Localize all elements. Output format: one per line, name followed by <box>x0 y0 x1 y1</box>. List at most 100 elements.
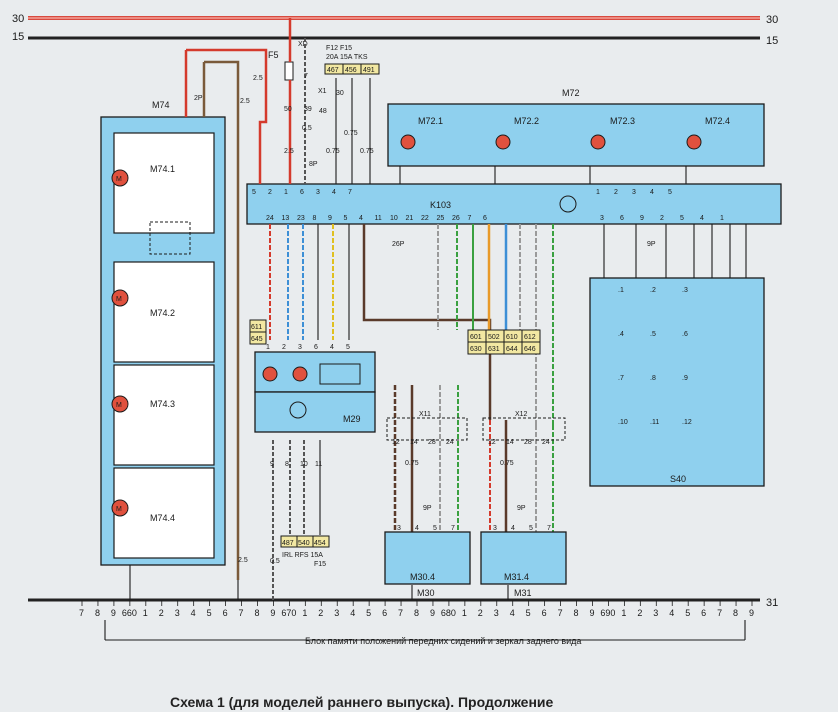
m29-bottom-pin-2: 10 <box>300 461 308 468</box>
k103-box <box>246 183 782 225</box>
ref-601-text-7: 646 <box>524 346 536 353</box>
k103-rb-pin-2: 9 <box>640 215 644 222</box>
wire-label-48: 48 <box>319 108 327 115</box>
k103-bottom-pin-9: 21 <box>406 215 414 222</box>
ruler-value-34: 1 <box>621 608 626 618</box>
k103-rt-pin-1: 2 <box>614 189 618 196</box>
m29-label: M29 <box>343 414 361 424</box>
ruler-value-19: 6 <box>382 608 387 618</box>
k103-bottom-pin-8: 10 <box>390 215 398 222</box>
k103-top-pin-3: 6 <box>300 189 304 196</box>
ruler-value-13: 670 <box>281 608 296 618</box>
ruler-value-1: 8 <box>95 608 100 618</box>
ruler-value-0: 7 <box>79 608 84 618</box>
s40-label: S40 <box>670 474 686 484</box>
x12-pin-2: 28 <box>524 439 532 446</box>
ruler-value-41: 8 <box>733 608 738 618</box>
m72-label: M72 <box>562 88 580 98</box>
x12-pin-0: 12 <box>488 439 496 446</box>
k103-top-pin-2: 1 <box>284 189 288 196</box>
ruler-value-4: 1 <box>143 608 148 618</box>
ruler-value-16: 3 <box>334 608 339 618</box>
k103-bottom-pin-11: 25 <box>437 215 445 222</box>
fuse-ref-f: F12 F15 <box>326 45 352 52</box>
k103-top-pin-0: 5 <box>252 189 256 196</box>
x1-label: X1 <box>318 88 327 95</box>
rail-15-label-left: 15 <box>12 31 24 43</box>
m74-motor-icons: M M M M <box>111 169 129 517</box>
m31-conn: 9P <box>517 505 526 512</box>
m30-label: M30 <box>417 588 435 598</box>
m72-motor-3-label: M72.3 <box>610 116 635 126</box>
ref-540: 540 <box>298 540 310 547</box>
k103-rb-pin-6: 1 <box>720 215 724 222</box>
ruler-value-32: 9 <box>589 608 594 618</box>
s40-key-1: .2 <box>650 287 656 294</box>
m31-pin-2: 5 <box>529 525 533 532</box>
m72-motor-4-label: M72.4 <box>705 116 730 126</box>
wire-label-25-c: 2.5 <box>284 148 294 155</box>
ruler-value-6: 3 <box>175 608 180 618</box>
x12-connector <box>482 417 566 441</box>
s40-box <box>589 277 765 487</box>
k103-bottom-pin-5: 5 <box>344 215 348 222</box>
ruler-value-18: 5 <box>366 608 371 618</box>
wire-label-075-d: 0.75 <box>405 460 419 467</box>
ruler-value-21: 8 <box>414 608 419 618</box>
ref-box-611-645 <box>249 319 267 345</box>
k103-rt-pin-4: 5 <box>668 189 672 196</box>
x12-label: X12 <box>515 411 528 418</box>
ruler-value-25: 2 <box>478 608 483 618</box>
k103-label: K103 <box>430 200 451 210</box>
wire-label-05-b: 0.5 <box>270 558 280 565</box>
m31-inner-label: M31.4 <box>504 572 529 582</box>
wire-label-075-e: 0.75 <box>500 460 514 467</box>
m29-bottom-pin-0: 9 <box>270 461 274 468</box>
s40-key-11: .12 <box>682 419 692 426</box>
k103-top-pin-4: 3 <box>316 189 320 196</box>
s40-key-5: .6 <box>682 331 688 338</box>
svg-text:M: M <box>116 402 122 409</box>
s40-key-8: .9 <box>682 375 688 382</box>
wire-label-7: 7 <box>304 73 308 80</box>
ruler-value-11: 8 <box>254 608 259 618</box>
s40-key-6: .7 <box>618 375 624 382</box>
ruler-value-27: 4 <box>510 608 515 618</box>
k103-rb-pin-4: 5 <box>680 215 684 222</box>
m30-inner-label: M30.4 <box>410 572 435 582</box>
svg-text:M: M <box>116 506 122 513</box>
m31-pin-0: 3 <box>493 525 497 532</box>
m30-pin-1: 4 <box>415 525 419 532</box>
m72-motor-2-label: M72.2 <box>514 116 539 126</box>
s40-key-2: .3 <box>682 287 688 294</box>
k103-bottom-pin-0: 24 <box>266 215 274 222</box>
x12-pin-3: 24 <box>542 439 550 446</box>
ruler-value-37: 4 <box>669 608 674 618</box>
m72-box <box>387 103 765 167</box>
fuse-code-467: 467 <box>327 67 339 74</box>
k103-bottom-pin-2: 23 <box>297 215 305 222</box>
wire-label-25-a: 2.5 <box>253 75 263 82</box>
ruler-value-39: 6 <box>701 608 706 618</box>
m30-pin-2: 5 <box>433 525 437 532</box>
fuse-code-491: 491 <box>363 67 375 74</box>
k103-rt-pin-0: 1 <box>596 189 600 196</box>
ruler-value-12: 9 <box>270 608 275 618</box>
x11-pin-1: 14 <box>410 439 418 446</box>
ruler-value-22: 9 <box>430 608 435 618</box>
ruler-value-31: 8 <box>574 608 579 618</box>
m29-top-pin-1: 2 <box>282 344 286 351</box>
fuse-ref-codes <box>324 63 380 75</box>
m29-top-pin-2: 3 <box>298 344 302 351</box>
k103-bottom-pin-13: 7 <box>468 215 472 222</box>
k103-top-pin-6: 7 <box>348 189 352 196</box>
m29-top-pin-3: 6 <box>314 344 318 351</box>
k103-rb-pin-0: 3 <box>600 215 604 222</box>
xd-label: XD <box>298 41 308 48</box>
